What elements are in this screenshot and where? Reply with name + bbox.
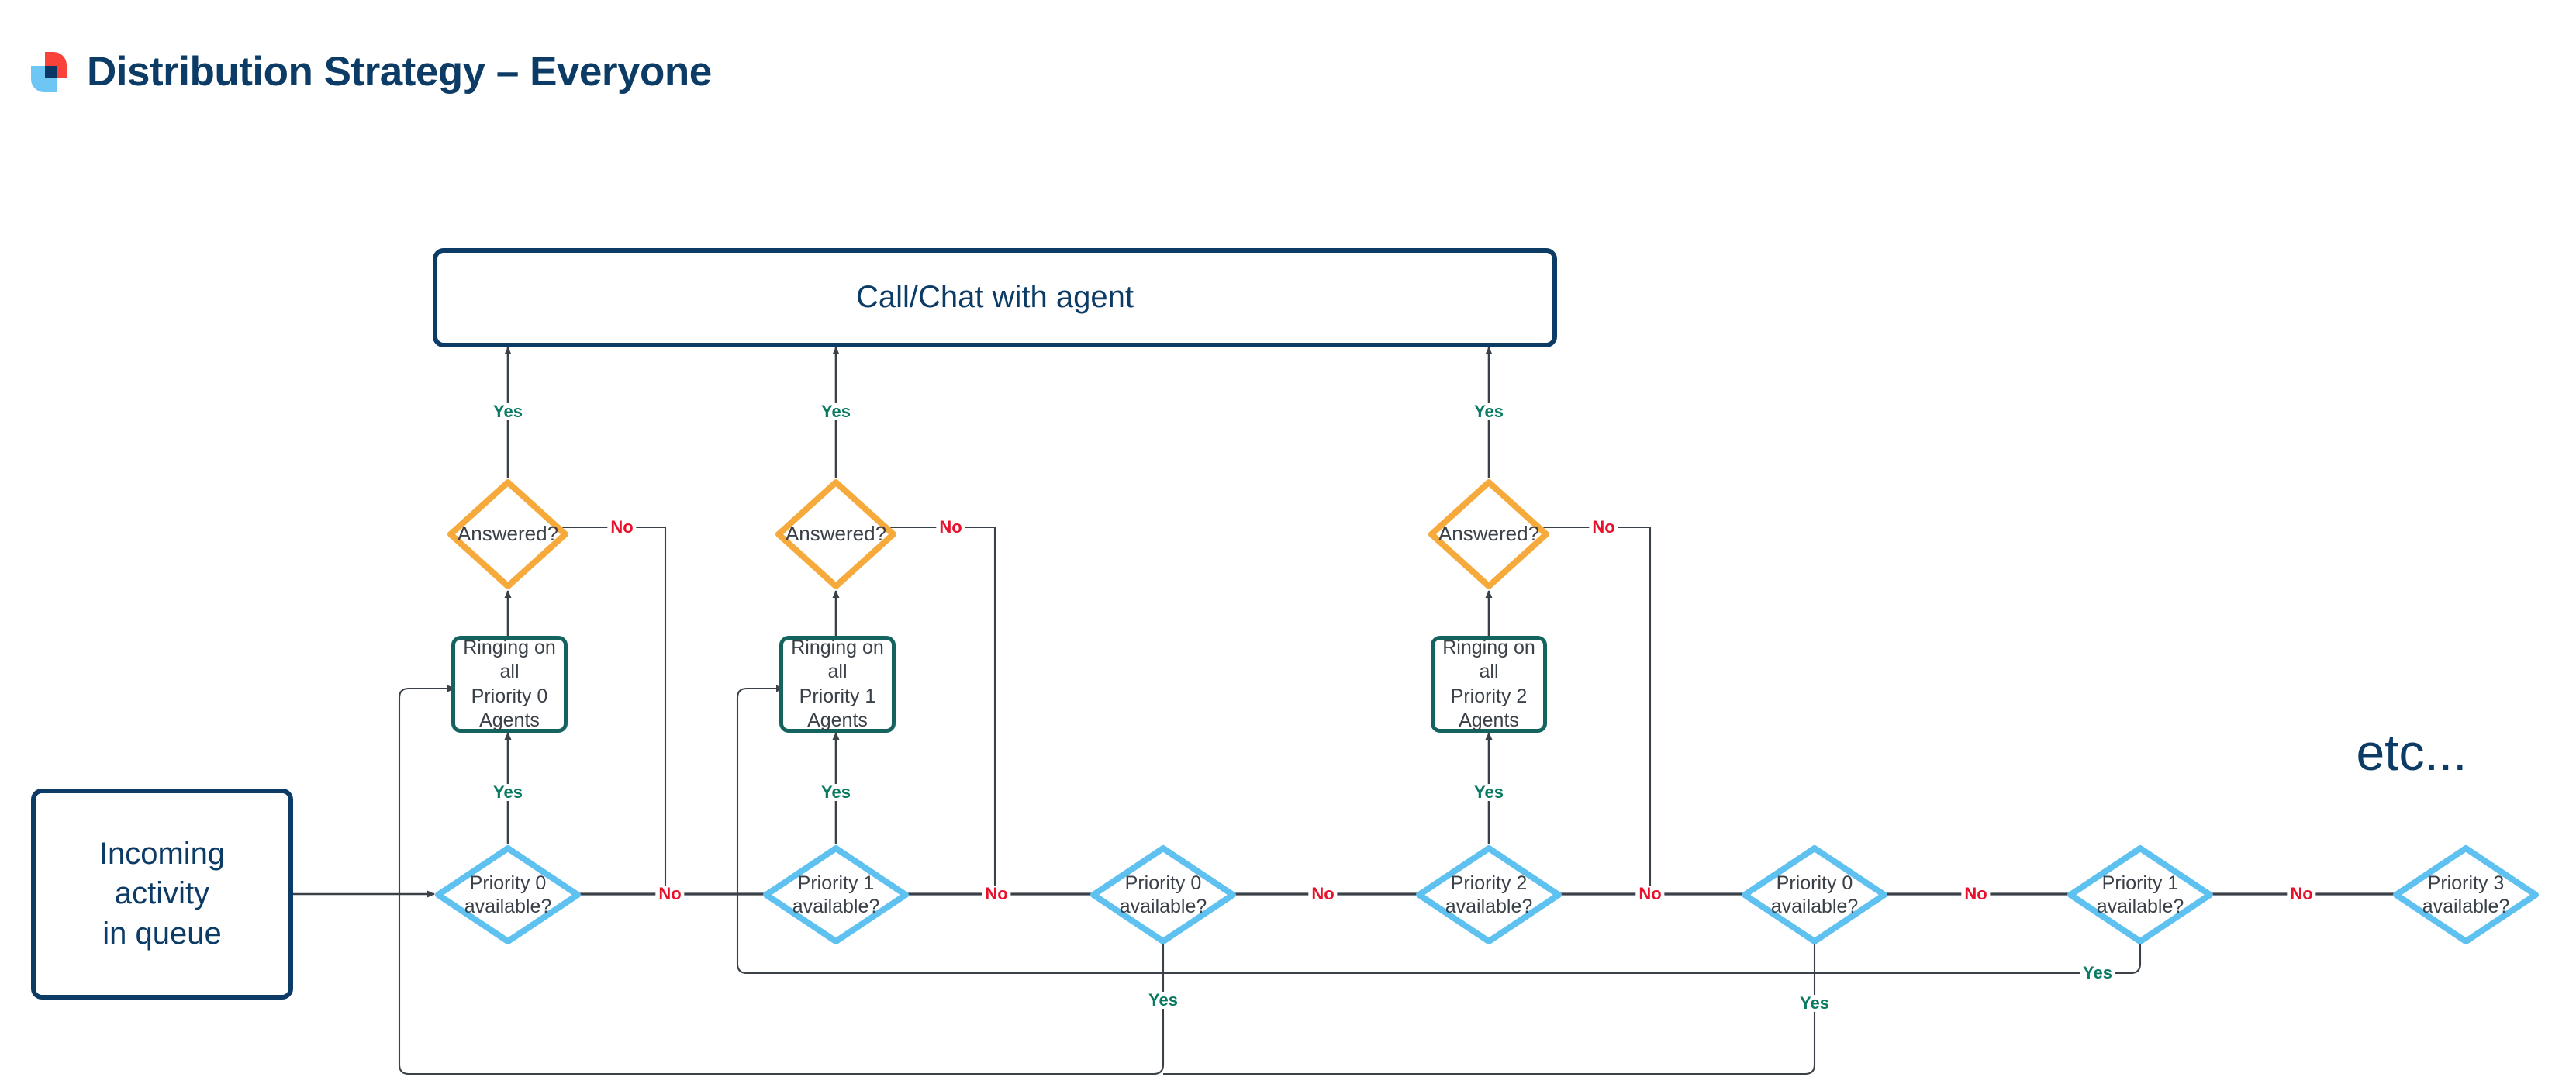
diamond-shape (1090, 845, 1236, 944)
edge-label-yes-p0c: Yes (1797, 995, 1832, 1012)
edge-label-no-answered-0: No (607, 519, 637, 536)
edge-label-yes-answered-1: Yes (818, 403, 854, 420)
node-answered-1[interactable]: Answered? (774, 478, 898, 591)
edge-label-no-answered-1: No (936, 519, 965, 536)
node-ringing-priority-0-label: Ringing on all Priority 0 Agents (463, 636, 556, 732)
node-call-chat-with-agent-label: Call/Chat with agent (856, 280, 1134, 315)
edge-label-no-p0b: No (1308, 886, 1338, 903)
node-priority-1-available-a[interactable]: Priority 1 available? (762, 844, 910, 945)
node-priority-1-available-b[interactable]: Priority 1 available? (2067, 844, 2214, 945)
etc-annotation: etc... (2356, 723, 2467, 781)
page-title: Distribution Strategy – Everyone (87, 49, 712, 95)
node-ringing-priority-2[interactable]: Ringing on all Priority 2 Agents (1431, 636, 1547, 733)
brand-logo-icon (31, 51, 67, 92)
node-priority-0-available-a[interactable]: Priority 0 available? (434, 844, 582, 945)
diamond-shape (447, 479, 568, 589)
edge-label-no-p2a: No (1635, 886, 1665, 903)
diamond-shape (1742, 845, 1887, 944)
diamond-shape (1428, 479, 1549, 589)
diamond-shape (435, 845, 581, 944)
node-incoming-activity-label: Incoming activity in queue (98, 837, 226, 951)
logo-overlap-shape (45, 65, 57, 78)
node-priority-0-available-c[interactable]: Priority 0 available? (1741, 844, 1888, 945)
edge-label-yes-p0a: Yes (490, 784, 526, 801)
edge-label-no-p1a: No (982, 886, 1011, 903)
node-incoming-activity[interactable]: Incoming activity in queue (31, 789, 293, 1000)
edge-label-no-p1b: No (2287, 886, 2316, 903)
edge-label-no-p0a: No (655, 886, 685, 903)
diamond-shape (775, 479, 896, 589)
page-header: Distribution Strategy – Everyone (31, 48, 712, 95)
diamond-shape (1416, 845, 1562, 944)
diamond-shape (2393, 845, 2539, 944)
node-ringing-priority-2-label: Ringing on all Priority 2 Agents (1442, 636, 1535, 732)
edge-label-yes-p1b: Yes (2080, 965, 2115, 982)
edge-label-yes-p0b: Yes (1145, 992, 1181, 1009)
node-priority-2-available[interactable]: Priority 2 available? (1415, 844, 1563, 945)
node-answered-2[interactable]: Answered? (1427, 478, 1551, 591)
edge-label-yes-p2a: Yes (1471, 784, 1507, 801)
edge-label-no-answered-2: No (1589, 519, 1618, 536)
node-answered-0[interactable]: Answered? (446, 478, 570, 591)
node-ringing-priority-0[interactable]: Ringing on all Priority 0 Agents (451, 636, 568, 733)
diamond-shape (763, 845, 909, 944)
edge-label-yes-p1a: Yes (818, 784, 854, 801)
node-call-chat-with-agent[interactable]: Call/Chat with agent (433, 248, 1557, 347)
node-priority-3-available[interactable]: Priority 3 available? (2392, 844, 2540, 945)
edge-label-no-p0c: No (1961, 886, 1991, 903)
node-ringing-priority-1[interactable]: Ringing on all Priority 1 Agents (779, 636, 896, 733)
node-priority-0-available-b[interactable]: Priority 0 available? (1089, 844, 1237, 945)
edge-label-yes-answered-0: Yes (490, 403, 526, 420)
edge-label-yes-answered-2: Yes (1471, 403, 1507, 420)
diamond-shape (2067, 845, 2213, 944)
node-ringing-priority-1-label: Ringing on all Priority 1 Agents (791, 636, 884, 732)
